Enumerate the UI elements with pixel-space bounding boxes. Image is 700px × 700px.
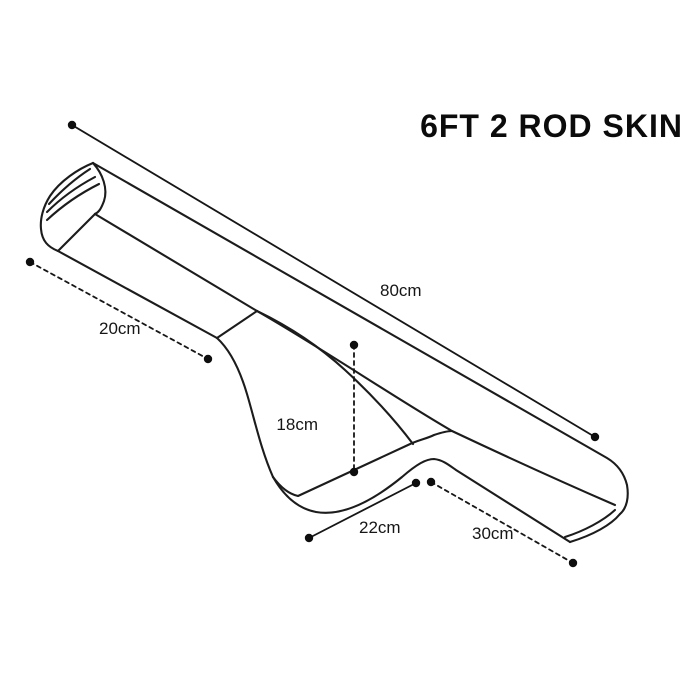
left-cap-outer-edge [39,161,219,340]
dimension-endpoint-dot [568,558,578,568]
top-edge [91,161,629,516]
dimension-label-20cm: 20cm [99,319,141,338]
dimension-endpoint-dot [304,533,314,543]
right-cap-seam-line [563,508,617,539]
dimension-30cm: 30cm [426,477,578,568]
left-cap-inner-edge [91,161,107,216]
upper-tube-front-crease [93,212,259,313]
dimension-label-30cm: 30cm [472,524,514,543]
right-cap-bottom-edge [568,512,622,544]
dip-bottom-front-edge [271,429,454,498]
dimension-80cm: 80cm [67,120,600,442]
dimension-endpoint-dot [203,354,213,364]
dip-gusset-crease [215,309,259,340]
dimension-18cm: 18cm [276,340,359,477]
dip-s-curve [215,336,275,479]
dimension-line-80cm [71,124,596,438]
dimension-line-30cm [430,481,574,564]
left-cap-gusset-crease [56,212,97,253]
dimension-label-80cm: 80cm [380,281,422,300]
dimension-endpoint-dot [426,477,436,487]
left-cap-seam-line [45,175,97,214]
dimension-endpoint-dot [349,340,359,350]
dimension-22cm: 22cm [304,478,421,543]
dimension-endpoint-dot [411,478,421,488]
dimension-line-22cm [308,482,417,539]
dimension-endpoint-dot [25,257,35,267]
dimension-label-18cm: 18cm [276,415,318,434]
dimension-endpoint-dot [590,432,600,442]
left-cap-seam-line [45,182,101,222]
page-title: 6FT 2 ROD SKIN [420,108,683,144]
dimension-20cm: 20cm [25,257,213,364]
lower-pouch-top-crease [255,309,617,507]
dimension-label-22cm: 22cm [359,518,401,537]
left-cap-seam-line [47,167,92,206]
dip-right-fold-curve [255,309,415,446]
rod-skin-outline [39,161,629,544]
dimension-line-20cm [29,261,209,360]
dip-and-pouch-bottom-silhouette [271,457,572,544]
dimension-endpoint-dot [349,467,359,477]
dimension-endpoint-dot [67,120,77,130]
